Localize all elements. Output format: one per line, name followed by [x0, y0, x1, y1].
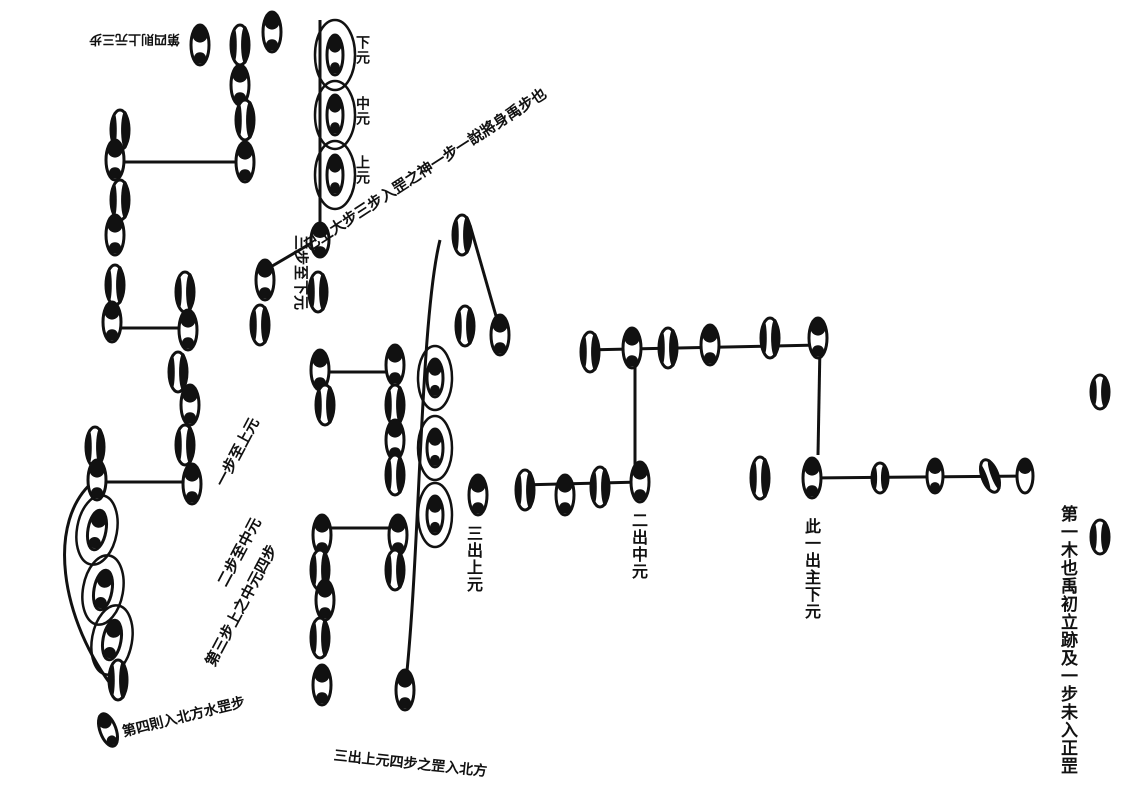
- footprint-icon: [104, 263, 126, 307]
- marker-upper: 上元: [354, 155, 370, 185]
- footprint-icon: [425, 357, 445, 399]
- connector-curve: [63, 478, 117, 691]
- footprint-icon: [325, 93, 345, 137]
- footprint-icon: [85, 508, 109, 552]
- footprint-icon: [167, 350, 189, 394]
- footprint-icon: [387, 513, 409, 557]
- circle-outline: [416, 414, 454, 482]
- footprint-icon: [107, 658, 129, 702]
- caption-exit-middle: 二出中元: [629, 512, 648, 580]
- footprint-icon: [311, 663, 333, 707]
- footprint-icon: [96, 712, 120, 748]
- caption-exit-lower: 此一出主下元: [802, 518, 821, 620]
- circle-outline: [416, 481, 454, 549]
- footprint-icon: [554, 473, 576, 517]
- footprint-icon: [749, 455, 771, 501]
- footprint-icon: [384, 453, 406, 497]
- footprint-icon: [1089, 518, 1111, 556]
- footprint-icon: [699, 323, 721, 367]
- footprint-icon: [307, 270, 329, 314]
- footprint-icon: [1089, 373, 1111, 411]
- circle-outline: [313, 79, 357, 151]
- caption-top-left: 第四則上元三步: [88, 31, 180, 46]
- footprint-icon: [425, 494, 445, 536]
- footprint-icon: [229, 23, 251, 67]
- footprint-icon: [104, 138, 126, 182]
- footprint-icon: [84, 425, 106, 469]
- footprint-icon: [629, 460, 651, 504]
- footprint-icon: [759, 316, 781, 360]
- footprint-icon: [234, 140, 256, 184]
- footprint-icon: [870, 461, 890, 495]
- footprint-icon: [325, 33, 345, 77]
- circle-outline: [313, 139, 357, 211]
- footprint-icon: [425, 427, 445, 469]
- connector-line: [468, 224, 502, 331]
- footprint-icon: [104, 213, 126, 257]
- footprint-icon: [467, 473, 489, 517]
- footprint-icon: [489, 313, 511, 357]
- footprint-icon: [394, 668, 416, 712]
- connector-line: [816, 344, 822, 456]
- footprint-icon: [1015, 457, 1035, 495]
- footprint-icon: [925, 457, 945, 495]
- footprint-icon: [384, 548, 406, 592]
- footprint-icon: [91, 568, 115, 612]
- footprint-icon: [589, 465, 611, 509]
- footprint-icon: [309, 348, 331, 392]
- footprint-icon: [181, 462, 203, 506]
- marker-middle: 中元: [354, 96, 370, 126]
- connector-lines: [63, 20, 1031, 691]
- footprint-icon: [249, 303, 271, 347]
- circle-outline: [416, 344, 454, 412]
- footprint-icon: [109, 108, 131, 152]
- footprint-icon: [514, 468, 536, 512]
- footprints: [84, 10, 1111, 748]
- footprint-icon: [309, 221, 331, 259]
- footprint-icon: [657, 326, 679, 370]
- footprint-icon: [807, 316, 829, 360]
- footprint-icon: [101, 300, 123, 344]
- marker-lower: 下元: [354, 35, 370, 65]
- footprint-icon: [384, 343, 406, 387]
- footprint-icon: [314, 383, 336, 427]
- footprint-icon: [451, 213, 473, 257]
- footprint-icon: [234, 98, 256, 142]
- connector-curve: [403, 239, 442, 691]
- footprint-icon: [100, 618, 124, 662]
- footprint-icon: [384, 418, 406, 462]
- footprint-icon: [254, 258, 276, 302]
- footprint-icon: [978, 458, 1002, 494]
- footprint-icon: [174, 270, 196, 314]
- footprint-icon: [801, 456, 823, 500]
- caption-third-step: 三步至下元: [292, 235, 310, 311]
- circle-outline: [90, 604, 134, 676]
- encircled-footprints: [75, 18, 454, 676]
- footprint-icon: [309, 616, 331, 660]
- circle-outline: [313, 18, 357, 92]
- footprint-icon: [179, 383, 201, 427]
- footprint-icon: [579, 330, 601, 374]
- footprint-icon: [325, 153, 345, 197]
- footprint-icon: [621, 326, 643, 370]
- footprint-icon: [174, 423, 196, 467]
- footprint-icon: [177, 308, 199, 352]
- caption-first-step: 第一木也禹初立跡及一步未入正罡: [1057, 505, 1077, 775]
- footprint-icon: [261, 10, 283, 54]
- caption-exit-upper: 三出上元: [464, 525, 483, 593]
- connector-line: [519, 480, 641, 487]
- footprint-icon: [189, 23, 211, 67]
- footprint-icon: [86, 458, 108, 502]
- footprint-icon: [454, 304, 476, 348]
- footprint-icon: [314, 578, 336, 622]
